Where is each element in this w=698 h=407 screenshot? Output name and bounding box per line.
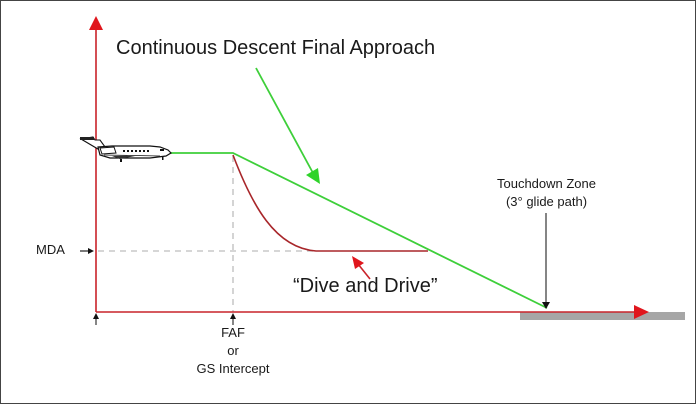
touchdown-pointer-arrow (542, 213, 550, 309)
cdfa-pointer-arrow (255, 67, 320, 184)
dive-pointer-arrow (352, 256, 371, 280)
dive-and-drive-label: “Dive and Drive” (293, 275, 438, 297)
y-axis (89, 16, 103, 312)
faf-line3: GS Intercept (196, 361, 270, 376)
cdfa-title: Continuous Descent Final Approach (116, 37, 436, 59)
cdfa-path (168, 152, 548, 309)
faf-line2: or (227, 343, 239, 358)
touchdown-zone-line2: (3° glide path) (505, 194, 588, 209)
runway (520, 312, 685, 320)
touchdown-zone-line1: Touchdown Zone (496, 176, 596, 191)
mda-label: MDA (36, 242, 65, 257)
origin-tick-arrow (93, 313, 99, 325)
dive-and-drive-path (232, 154, 428, 252)
touchdown-zone-label: Touchdown Zone (3° glide path) (480, 175, 613, 211)
faf-label: FAF or GS Intercept (183, 324, 283, 378)
x-axis (96, 305, 649, 319)
faf-tick-arrow (230, 313, 236, 325)
mda-pointer-arrow (80, 248, 94, 254)
business-jet-icon (79, 136, 172, 162)
faf-line1: FAF (221, 325, 245, 340)
